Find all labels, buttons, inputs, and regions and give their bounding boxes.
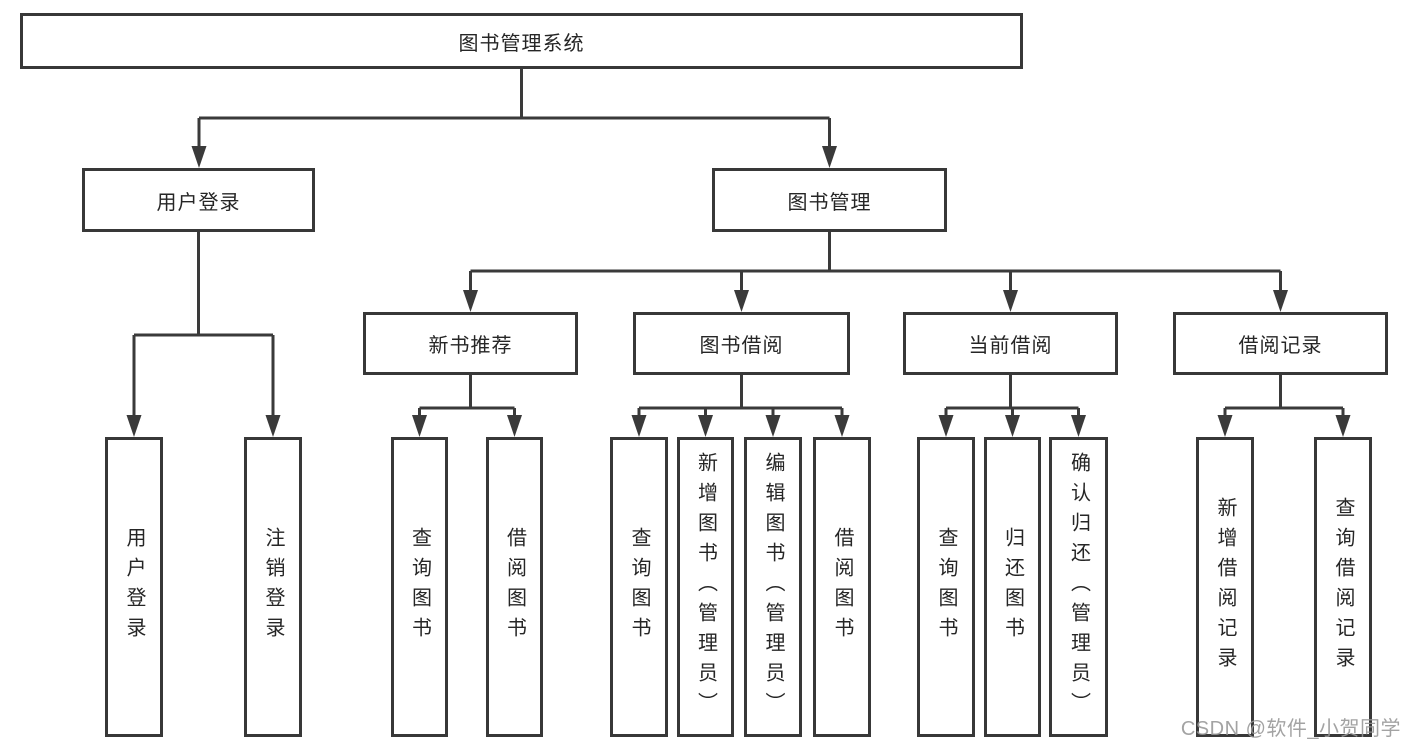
- arrowhead-down-icon: [631, 415, 647, 437]
- arrowhead-down-icon: [191, 146, 207, 168]
- node-label: 借阅记录: [1238, 335, 1323, 357]
- node-leaf-borrow-books-recommend: 借阅图书: [486, 437, 543, 737]
- arrowhead-down-icon: [1273, 290, 1288, 312]
- node-leaf-query-books-recommend: 查询图书: [391, 437, 448, 737]
- node-label: 查询图书: [628, 527, 650, 647]
- csdn-watermark: CSDN @软件_小贺同学: [1180, 718, 1401, 740]
- node-leaf-query-borrow-record: 查询借阅记录: [1314, 437, 1372, 737]
- node-leaf-logout: 注销登录: [244, 437, 302, 737]
- node-leaf-add-books-admin: 新增图书（管理员）: [677, 437, 734, 737]
- arrowhead-down-icon: [463, 290, 478, 312]
- node-label: 新增图书（管理员）: [694, 452, 717, 722]
- connector-lines: [132, 69, 1345, 416]
- node-label: 图书管理系统: [458, 32, 585, 55]
- node-borrowing-records: 借阅记录: [1173, 312, 1388, 375]
- arrowhead-down-icon: [765, 415, 781, 437]
- arrowhead-down-icon: [734, 290, 749, 312]
- arrowhead-down-icon: [412, 415, 427, 437]
- arrowhead-down-icon: [126, 415, 142, 437]
- arrowhead-down-icon: [1071, 415, 1086, 437]
- node-label: 查询图书: [935, 527, 957, 647]
- node-label: 图书借阅: [699, 335, 784, 357]
- node-label: 当前借阅: [968, 335, 1053, 357]
- node-label: 新增借阅记录: [1214, 497, 1236, 677]
- node-label: 新书推荐: [428, 335, 513, 357]
- arrowhead-down-icon: [507, 415, 522, 437]
- arrowhead-down-icon: [1003, 290, 1018, 312]
- node-library-management-system: 图书管理系统: [20, 13, 1023, 69]
- node-leaf-confirm-return-admin: 确认归还（管理员）: [1049, 437, 1108, 737]
- node-book-borrowing: 图书借阅: [633, 312, 850, 375]
- node-leaf-add-borrow-record: 新增借阅记录: [1196, 437, 1254, 737]
- node-label: 用户登录: [123, 527, 145, 647]
- node-new-book-recommend: 新书推荐: [363, 312, 578, 375]
- node-label: 图书管理: [787, 191, 872, 214]
- node-leaf-edit-books-admin: 编辑图书（管理员）: [744, 437, 802, 737]
- node-label: 查询图书: [408, 527, 431, 647]
- node-leaf-borrow-books-borrowing: 借阅图书: [813, 437, 871, 737]
- node-label: 归还图书: [1001, 527, 1024, 647]
- arrowhead-down-icon: [834, 415, 850, 437]
- node-label: 查询借阅记录: [1332, 497, 1354, 677]
- node-book-management: 图书管理: [712, 168, 947, 232]
- arrowhead-down-icon: [1335, 415, 1351, 437]
- arrowhead-down-icon: [938, 415, 954, 437]
- node-leaf-query-books-current: 查询图书: [917, 437, 975, 737]
- arrowhead-down-icon: [1005, 415, 1020, 437]
- node-leaf-query-books-borrowing: 查询图书: [610, 437, 668, 737]
- arrowhead-down-icon: [1217, 415, 1233, 437]
- node-label: 借阅图书: [503, 527, 526, 647]
- node-leaf-return-books: 归还图书: [984, 437, 1041, 737]
- arrowhead-down-icon: [822, 146, 837, 168]
- node-label: 用户登录: [156, 191, 241, 214]
- node-current-borrowing: 当前借阅: [903, 312, 1118, 375]
- node-label: 注销登录: [262, 527, 284, 647]
- node-label: 确认归还（管理员）: [1067, 452, 1090, 722]
- node-user-login: 用户登录: [82, 168, 315, 232]
- arrowhead-down-icon: [265, 415, 281, 437]
- arrowhead-down-icon: [698, 415, 713, 437]
- node-label: 编辑图书（管理员）: [762, 452, 784, 722]
- node-label: 借阅图书: [831, 527, 853, 647]
- node-leaf-user-login: 用户登录: [105, 437, 163, 737]
